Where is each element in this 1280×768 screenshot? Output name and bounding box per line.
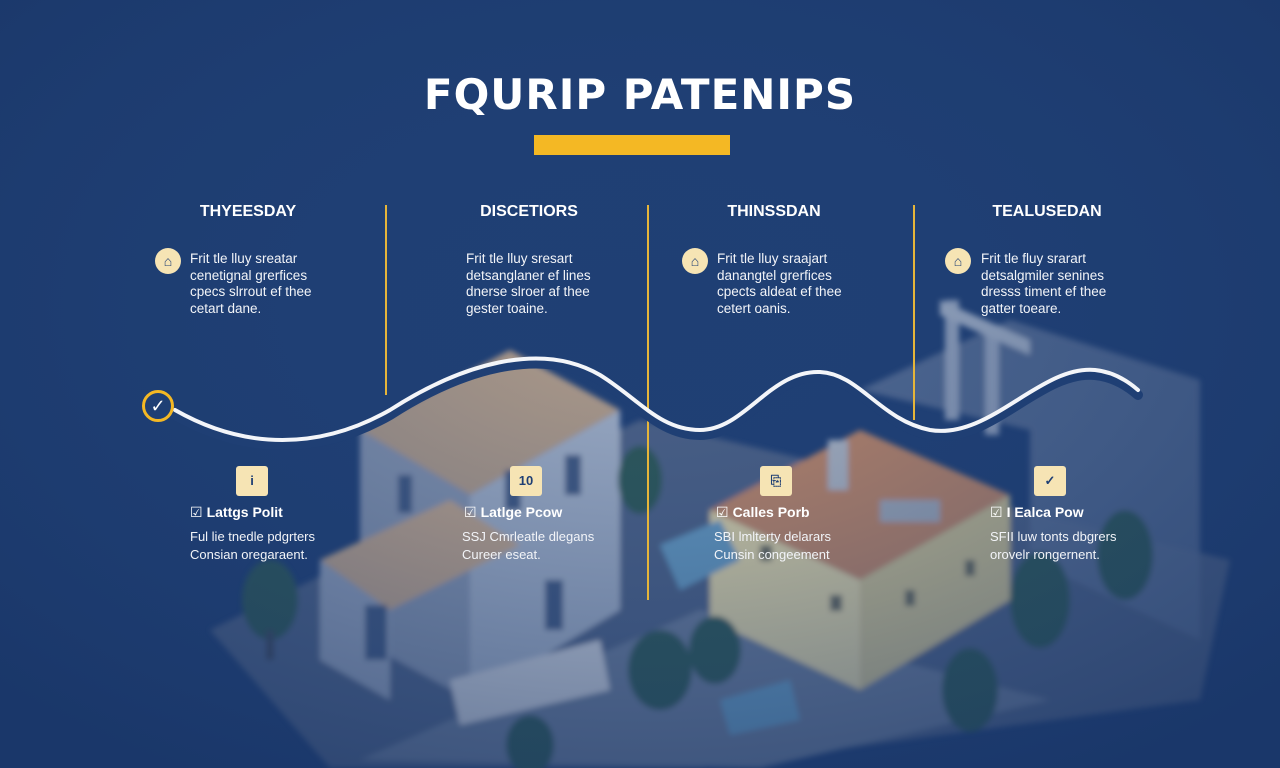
checkmark-icon: ✓ bbox=[142, 390, 174, 422]
milestone-description: SSJ Cmrleatle dlegans Cureer eseat. bbox=[462, 529, 595, 562]
home-icon: ⌂ bbox=[682, 248, 708, 274]
milestone-title: ☑I Ealca Pow bbox=[990, 504, 1084, 520]
home-icon: ⌂ bbox=[945, 248, 971, 274]
checkbox-icon: ☑ bbox=[464, 504, 477, 520]
column-divider bbox=[913, 205, 915, 420]
milestone-description: Ful lie tnedle pdgrters Consian oregarae… bbox=[190, 529, 316, 562]
home-icon: ⌂ bbox=[155, 248, 181, 274]
info-house-icon: i bbox=[236, 466, 268, 496]
milestone-title: ☑Calles Porb bbox=[716, 504, 810, 520]
column-description: Frit tle lluy sreatar cenetignal grerfic… bbox=[190, 251, 312, 316]
checkbox-icon: ☑ bbox=[990, 504, 1003, 520]
column-heading: TEALUSEDAN bbox=[992, 203, 1102, 220]
milestone-title: ☑Lattgs Polit bbox=[190, 504, 283, 520]
checkbox-icon: ☑ bbox=[716, 504, 729, 520]
milestone-description: SBI lmlterty delarars Cunsin congeement bbox=[714, 529, 832, 562]
column-description: Frit tle lluy sraajart danangtel grerfic… bbox=[717, 251, 842, 316]
milestone-description: SFII luw tonts dbgrers orovelr rongernen… bbox=[990, 529, 1117, 562]
column-description: Frit tle lluy sresart detsanglaner ef li… bbox=[466, 251, 591, 316]
milestone-title: ☑Latlge Pcow bbox=[464, 504, 563, 520]
check-icon: ✓ bbox=[1034, 466, 1066, 496]
page-title: FQURIP PATENIPS bbox=[423, 70, 857, 119]
column-heading: THYEESDAY bbox=[199, 203, 297, 220]
column-heading: THINSSDAN bbox=[727, 203, 821, 220]
column-divider bbox=[385, 205, 387, 395]
column-divider bbox=[647, 205, 649, 600]
column-heading: DISCETIORS bbox=[480, 203, 578, 220]
column-description: Frit tle fluy srarart detsalgmiler senin… bbox=[981, 251, 1107, 316]
title-underline bbox=[534, 135, 730, 155]
checkbox-icon: ☑ bbox=[190, 504, 203, 520]
calendar-icon: 10 bbox=[510, 466, 542, 496]
document-icon: ⎘ bbox=[760, 466, 792, 496]
